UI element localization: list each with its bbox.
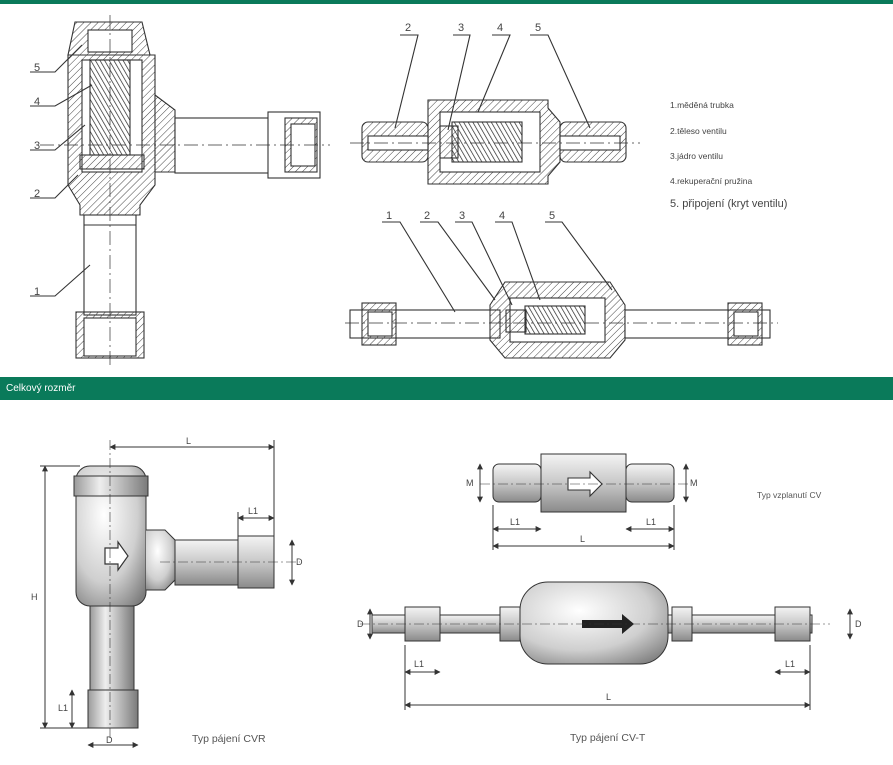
dim-flare-l1-right: L1 — [646, 517, 657, 527]
dim-cvt-l1-left: L1 — [414, 659, 425, 669]
solder-callout-5: 5 — [549, 210, 556, 222]
caption-cv-flare: Typ vzplanutí CV — [757, 490, 822, 500]
dim-flare-m-right: M — [690, 478, 698, 488]
dim-cvr-bottom-d: D — [106, 735, 113, 745]
callout-3: 3 — [34, 140, 41, 152]
cvr-dimension-view — [40, 440, 300, 748]
dim-cvr-d: D — [296, 557, 303, 567]
solder-callout-3: 3 — [459, 210, 466, 222]
legend-item-1: 1.měděná trubka — [670, 100, 734, 110]
dim-cvt-l1-right: L1 — [785, 659, 796, 669]
caption-cvt: Typ pájení CV-T — [570, 732, 646, 744]
dim-cvr-l: L — [186, 436, 192, 446]
solder-callout-4: 4 — [499, 210, 506, 222]
section-band: Celkový rozměr — [0, 377, 893, 400]
flare-callout-2: 2 — [405, 22, 412, 34]
solder-valve-section — [345, 221, 778, 359]
callout-2: 2 — [34, 188, 41, 200]
solder-callout-2: 2 — [424, 210, 431, 222]
dim-cvr-l1: L1 — [248, 506, 259, 516]
legend-item-3: 3.jádro ventilu — [670, 151, 723, 161]
dim-flare-l1-left: L1 — [510, 517, 521, 527]
cv-flare-dimension-view — [477, 453, 690, 550]
flare-valve-section — [350, 34, 640, 185]
callout-1: 1 — [34, 286, 41, 298]
vertical-valve-section — [30, 15, 330, 365]
dim-cvr-bottom-l1: L1 — [58, 703, 69, 713]
dim-flare-l: L — [580, 534, 586, 544]
dim-cvt-d-left: D — [357, 619, 364, 629]
dim-flare-m-left: M — [466, 478, 474, 488]
flare-callout-3: 3 — [458, 22, 465, 34]
solder-callout-1: 1 — [386, 210, 393, 222]
section-title: Celkový rozměr — [6, 383, 76, 394]
cvt-dimension-view — [360, 581, 853, 710]
caption-cvr: Typ pájení CVR — [192, 733, 266, 745]
dim-cvr-h: H — [31, 592, 38, 602]
dim-cvt-d-right: D — [855, 619, 862, 629]
legend-item-2: 2.těleso ventilu — [670, 126, 727, 136]
callout-5: 5 — [34, 62, 41, 74]
top-accent-bar — [0, 0, 893, 4]
flare-callout-4: 4 — [497, 22, 504, 34]
callout-4: 4 — [34, 96, 41, 108]
legend-item-4: 4.rekuperační pružina — [670, 176, 753, 186]
dim-cvt-l: L — [606, 692, 612, 702]
legend-item-5: 5. připojení (kryt ventilu) — [670, 198, 788, 210]
flare-callout-5: 5 — [535, 22, 542, 34]
